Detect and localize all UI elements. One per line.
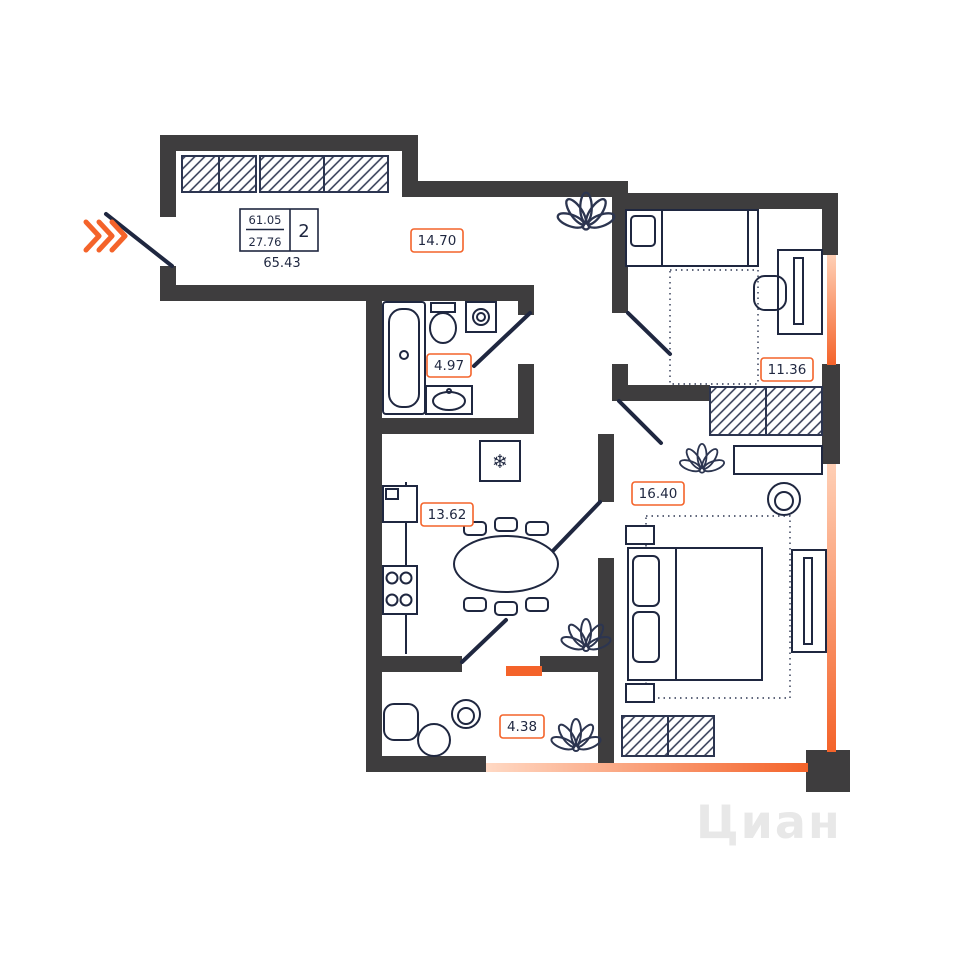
entrance-door [104,212,174,268]
armchair-bedroom2 [767,482,801,516]
room-labels: 14.70 4.97 11.36 13.62 16.40 4.38 [410,228,814,739]
rooms-count-value: 2 [298,221,309,242]
dining-table [453,535,559,593]
window-right-bottom [827,464,836,752]
area-bottom-value: 27.76 [249,235,282,249]
stove [382,565,418,615]
watermark-text: Циан [696,795,842,849]
room-label-balcony: 4.38 [499,714,545,739]
balcony-door-threshold [506,666,542,676]
desk-bedroom2 [791,549,827,653]
svg-text:14.70: 14.70 [418,233,457,249]
wardrobe-bedroom1 [709,386,823,436]
room-label-bedroom2: 16.40 [631,481,685,506]
nightstand-top [625,525,655,545]
area-total-value: 65.43 [263,256,300,271]
chair-bedroom1 [753,275,787,311]
fridge-icon: ❄ [492,451,508,473]
washing-machine [465,301,497,333]
shelf-bedroom2 [733,445,823,475]
entrance-arrow-icon [83,219,128,253]
walls [160,135,850,792]
room-label-kitchen: 13.62 [420,502,474,527]
room-label-hallway: 14.70 [410,228,464,253]
kitchen-door [546,500,602,558]
carpet-bedroom1 [669,269,759,385]
kitchen-cabinet [382,485,418,523]
plant-icon [554,191,618,232]
room-label-bedroom1: 11.36 [760,357,814,382]
area-top-value: 61.05 [249,213,282,227]
bathroom-door [472,311,532,368]
bedroom2-door [617,399,663,445]
fridge: ❄ [479,440,521,482]
svg-text:16.40: 16.40 [639,486,678,502]
balcony-chair-1 [383,703,419,741]
toilet [429,302,457,344]
bedroom1-door [626,311,672,356]
svg-text:4.38: 4.38 [507,719,537,735]
title-block: 61.05 27.76 2 65.43 [239,208,319,271]
svg-text:13.62: 13.62 [428,507,467,523]
double-bed [627,547,763,681]
doors [104,212,672,664]
windows [486,255,836,772]
plant-icon [548,718,604,754]
room-label-bathroom: 4.97 [426,353,472,378]
dining-chairs [463,517,549,616]
hallway-wardrobe-1 [181,155,257,193]
balcony-table [417,723,451,757]
plant-icon [677,442,727,475]
bathroom-sink [425,385,473,415]
balcony-chair-2 [451,699,481,729]
desk-bedroom1 [777,249,823,335]
svg-text:11.36: 11.36 [768,362,807,378]
wardrobe-bedroom2 [621,715,715,757]
svg-text:4.97: 4.97 [434,358,464,374]
balcony-door [460,618,508,664]
watermark: Циан [696,795,842,849]
hallway-wardrobe-2 [259,155,389,193]
single-bed [625,209,759,267]
window-right-top [827,255,836,365]
bathtub [382,301,426,415]
window-bottom [486,763,808,772]
nightstand-bottom [625,683,655,703]
